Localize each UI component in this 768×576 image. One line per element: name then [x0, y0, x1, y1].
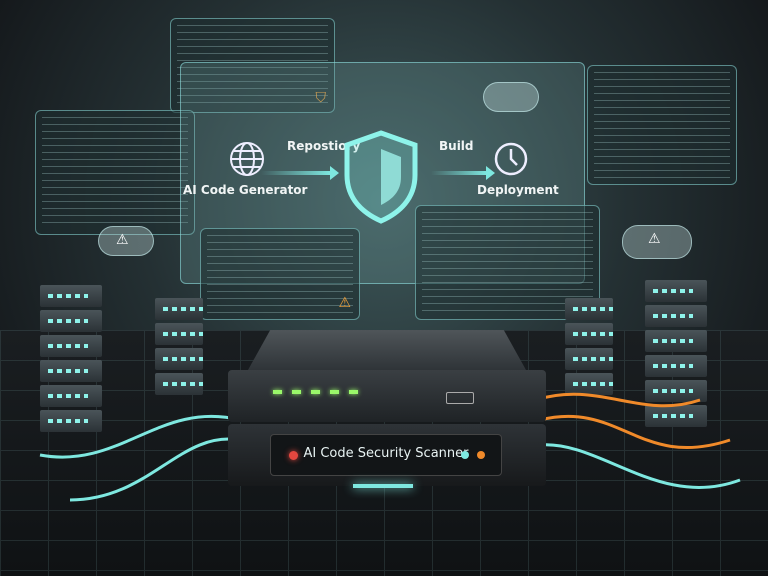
server-rack-icon	[40, 285, 102, 435]
shield-icon	[344, 130, 418, 224]
repository-label: Repostiory	[287, 139, 361, 153]
arrow-right	[261, 166, 339, 180]
scanner-face: AI Code Security Scanner	[270, 434, 502, 476]
globe-icon	[230, 142, 264, 176]
deployment-label: Deployment	[477, 183, 559, 197]
clock-icon	[494, 142, 528, 176]
server-rack-icon	[645, 280, 707, 430]
arrow-right	[431, 166, 495, 180]
glow-bar	[353, 484, 413, 488]
code-panel: ⛉	[170, 18, 335, 113]
device-title: AI Code Security Scanner	[303, 446, 469, 461]
status-leds	[273, 390, 358, 394]
cloud-icon	[98, 226, 154, 256]
build-label: Build	[439, 139, 474, 153]
security-scanner-device: AI Code Security Scanner	[228, 330, 546, 490]
warning-icon: ⚠	[116, 232, 129, 248]
warning-icon: ⛉	[315, 90, 327, 106]
server-rack-icon	[565, 298, 613, 398]
status-led	[461, 451, 469, 459]
alert-led	[289, 451, 298, 460]
cloud-icon	[622, 225, 692, 259]
warning-icon: ⚠	[338, 295, 351, 311]
status-led	[477, 451, 485, 459]
generator-label: AI Code Generator	[183, 183, 308, 197]
code-panel: ⚠	[200, 228, 360, 320]
code-panel	[35, 110, 195, 235]
usb-port	[446, 392, 474, 404]
cloud-icon	[483, 82, 539, 112]
code-panel	[587, 65, 737, 185]
server-rack-icon	[155, 298, 203, 398]
warning-icon: ⚠	[648, 231, 661, 247]
